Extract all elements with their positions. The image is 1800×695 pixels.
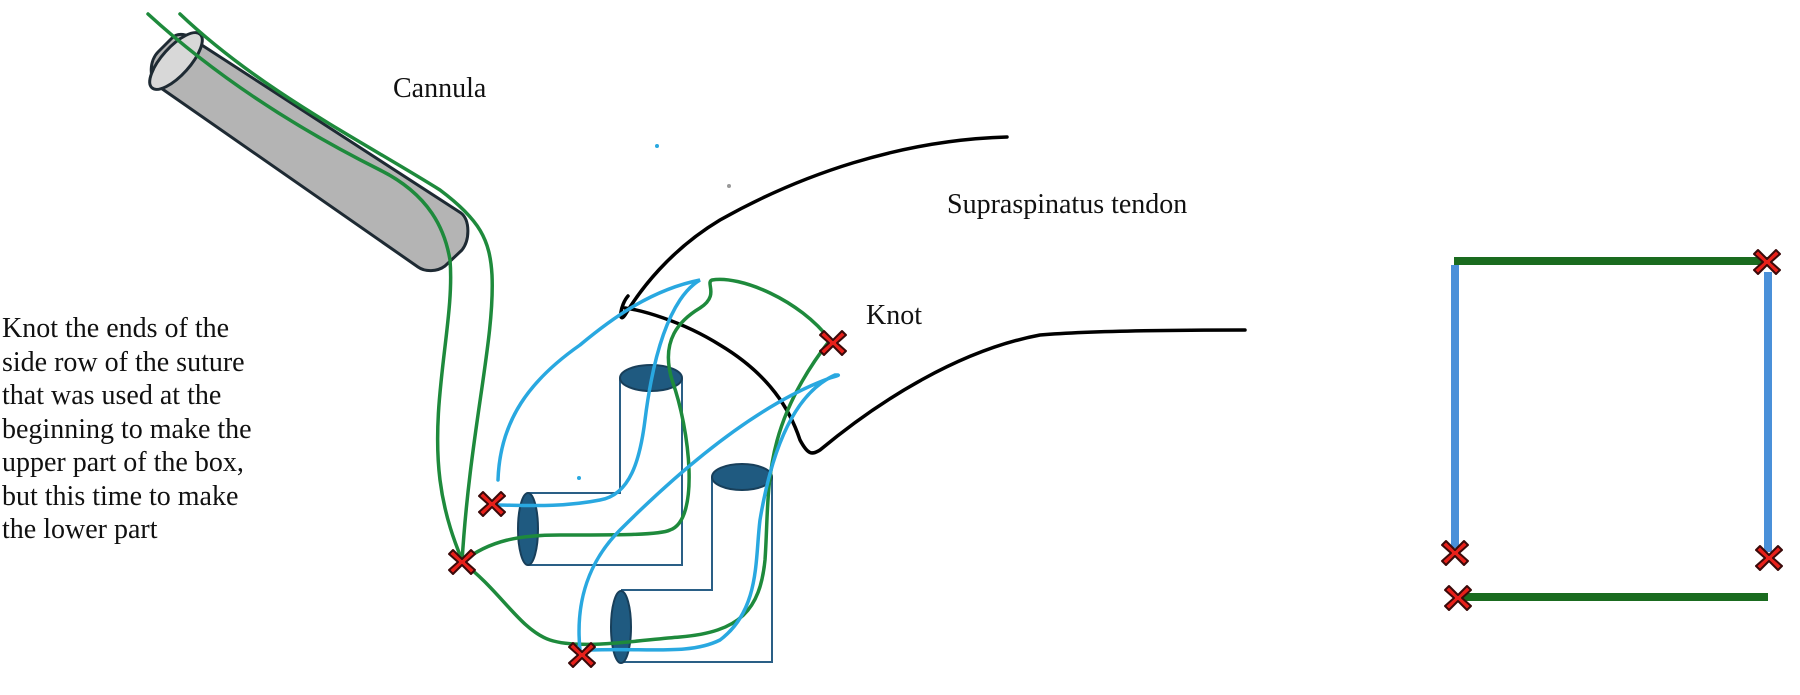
cannula-label: Cannula bbox=[393, 73, 487, 104]
tendon-bursal-line bbox=[623, 306, 1247, 455]
knot-icon bbox=[568, 642, 596, 668]
instruction-line: the lower part bbox=[2, 514, 158, 545]
knot-label: Knot bbox=[866, 300, 922, 331]
cannula-body bbox=[149, 32, 470, 273]
blue-sutures bbox=[493, 278, 841, 652]
suture-box-schematic bbox=[1441, 249, 1783, 611]
blue-suture-1 bbox=[493, 278, 701, 508]
tendon-upper-line bbox=[619, 135, 1009, 320]
knot-icon bbox=[819, 330, 847, 356]
instruction-line: but this time to make bbox=[2, 480, 239, 512]
supraspinatus-tendon bbox=[619, 135, 1247, 455]
green-suture-box-upper bbox=[460, 277, 832, 564]
stray-dot-2 bbox=[727, 184, 731, 188]
stray-dot-3 bbox=[577, 476, 581, 480]
instruction-line: beginning to make the bbox=[2, 413, 252, 445]
instruction-line: Knot the ends of the bbox=[2, 313, 230, 344]
green-suture-limb-1 bbox=[146, 12, 464, 562]
stray-dot-1 bbox=[655, 144, 659, 148]
instruction-text: Knot the ends of the side row of the sut… bbox=[2, 312, 342, 547]
blue-suture-2 bbox=[577, 373, 841, 652]
instruction-line: side row of the suture bbox=[2, 346, 245, 378]
instruction-line: that was used at the bbox=[2, 380, 222, 411]
instruction-line: upper part of the box, bbox=[2, 447, 244, 478]
tendon-label: Supraspinatus tendon bbox=[947, 189, 1188, 220]
cannula bbox=[148, 31, 470, 273]
suture-anchor-2 bbox=[610, 463, 773, 664]
green-suture-limb-2 bbox=[178, 12, 494, 564]
